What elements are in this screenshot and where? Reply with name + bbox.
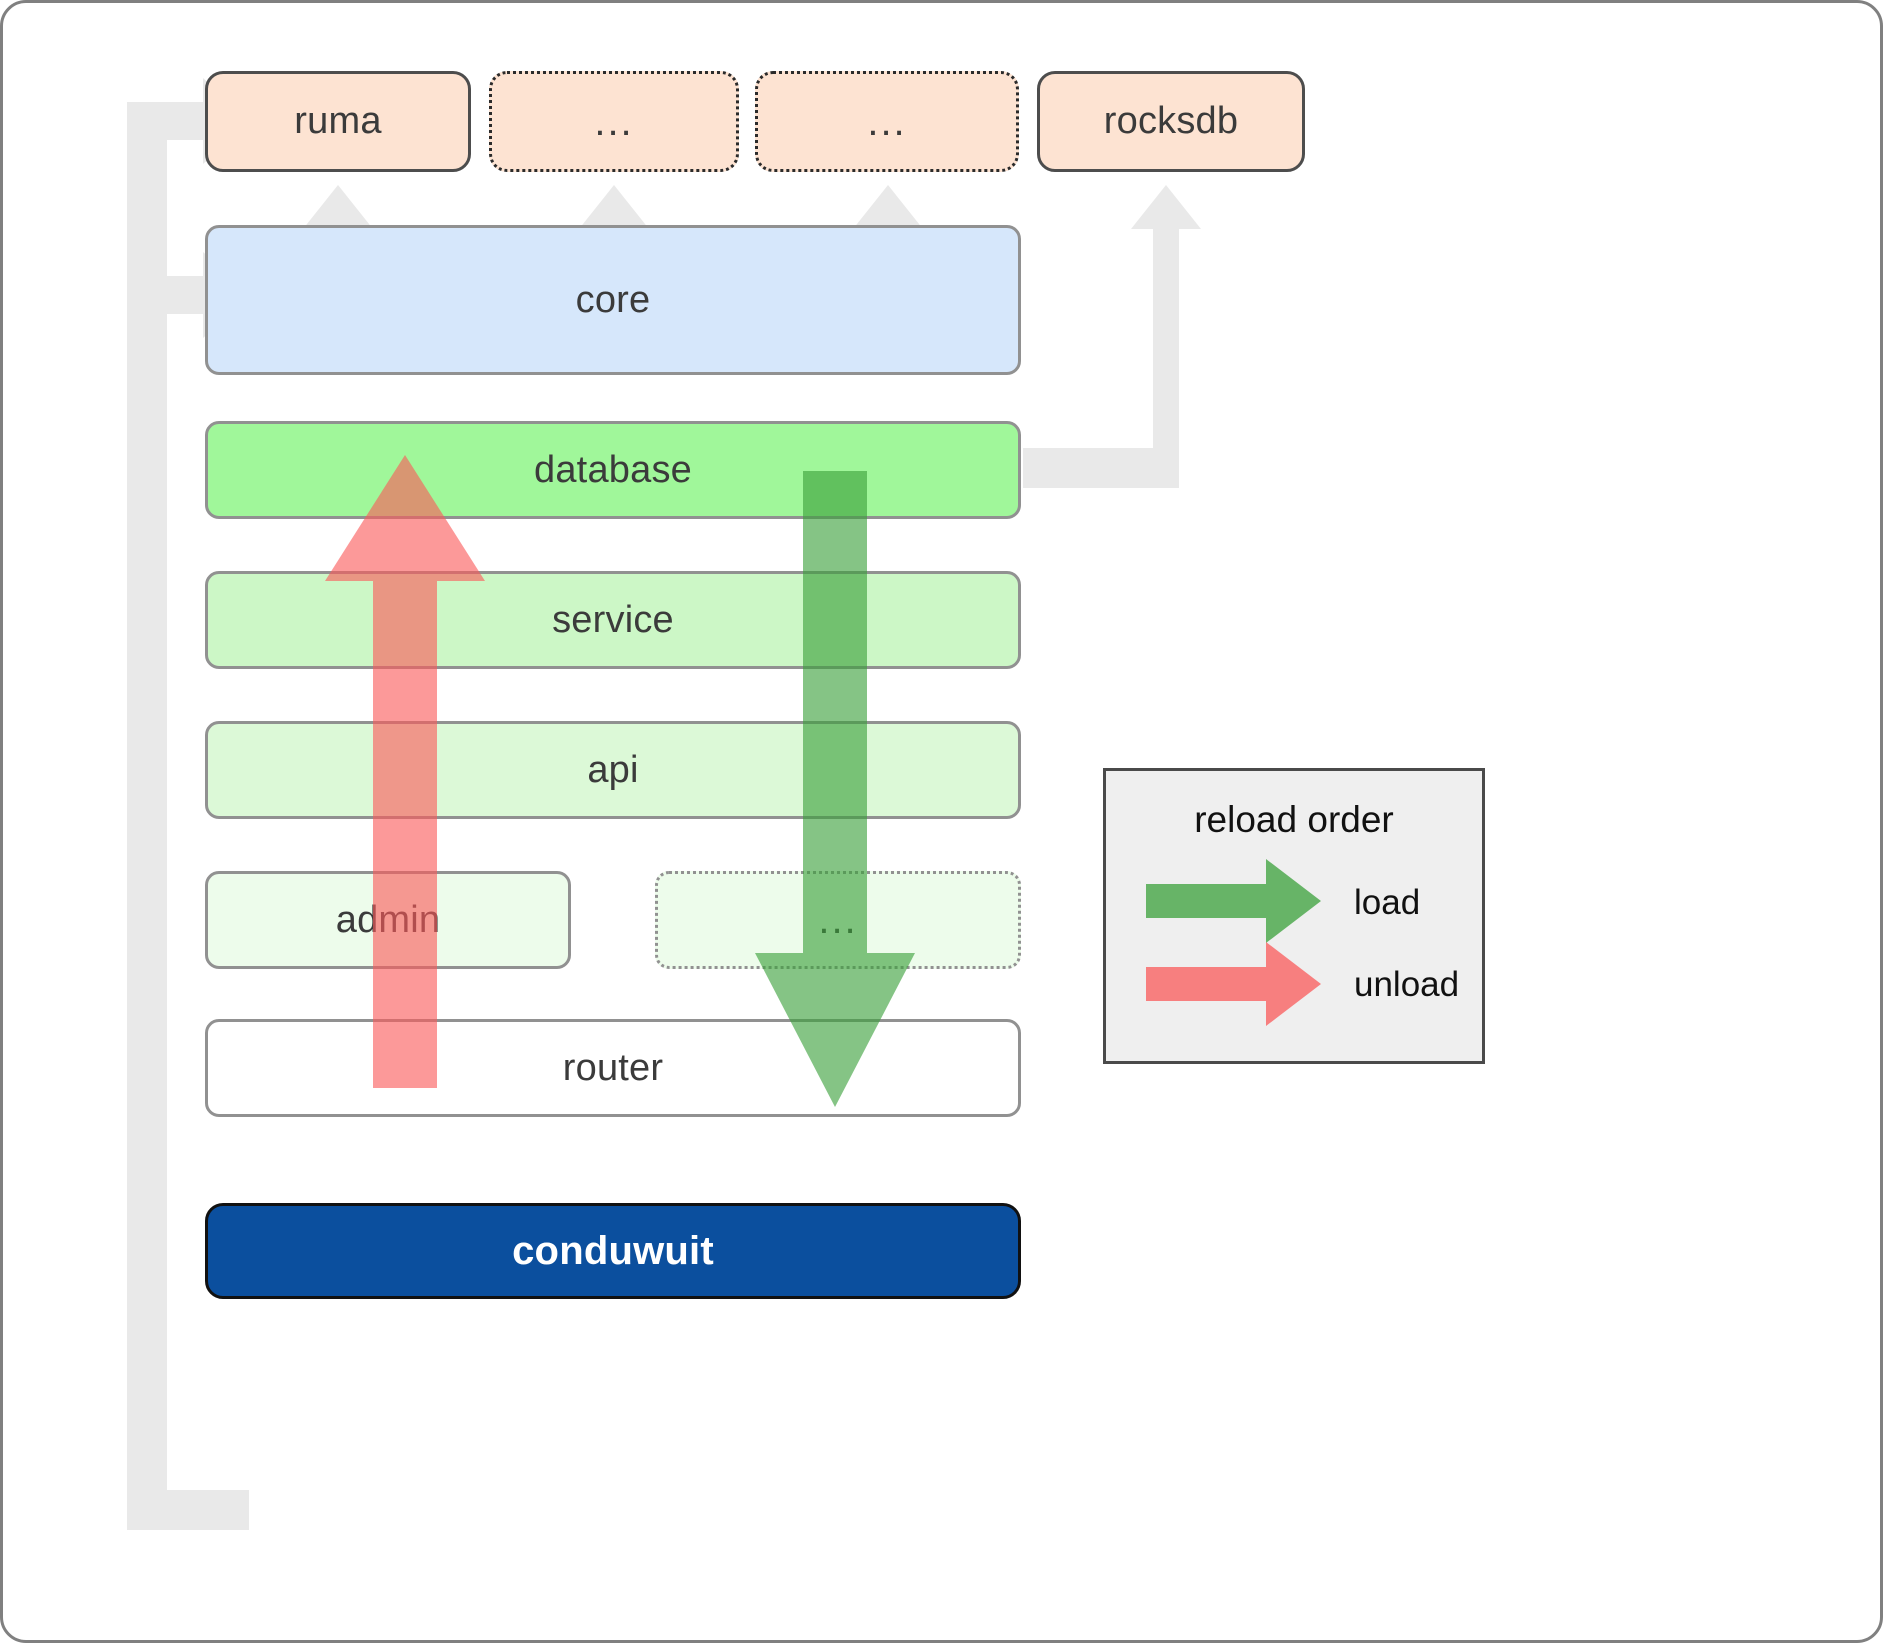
dependency-box-rocksdb[interactable]: rocksdb [1037, 71, 1305, 172]
legend-label-unload: unload [1354, 965, 1460, 1004]
dependency-box-ruma[interactable]: ruma [205, 71, 471, 172]
legend-label-load: load [1354, 883, 1421, 922]
dependency-label: ... [594, 99, 634, 144]
dependency-label: rocksdb [1103, 100, 1239, 142]
layer-label: ... [818, 898, 858, 942]
layer-label: database [534, 448, 692, 491]
dependency-label: ruma [294, 100, 382, 142]
dependency-label: ... [867, 99, 907, 144]
layer-label: core [575, 278, 651, 321]
layer-label: admin [335, 898, 441, 941]
layer-box-router[interactable]: router [205, 1019, 1021, 1117]
load-arrow-icon [1146, 859, 1321, 943]
root-label: conduwuit [512, 1228, 714, 1273]
layer-label: router [562, 1046, 664, 1089]
layer-box-service[interactable]: service [205, 571, 1021, 669]
legend-title: reload order [1194, 799, 1394, 840]
layer-label: api [587, 748, 639, 791]
root-box-conduwuit[interactable]: conduwuit [205, 1203, 1021, 1299]
layer-box-core[interactable]: core [205, 225, 1021, 375]
layer-box-database[interactable]: database [205, 421, 1021, 519]
legend-arrow-icons [1146, 859, 1321, 1026]
legend-panel: reload order load unload [1103, 768, 1485, 1064]
layer-label: service [552, 598, 674, 641]
layer-box-admin[interactable]: admin [205, 871, 571, 969]
layer-box-ellipsis[interactable]: ... [655, 871, 1021, 969]
dependency-box-ellipsis-1[interactable]: ... [489, 71, 739, 172]
unload-arrow-icon [1146, 942, 1321, 1026]
layer-box-api[interactable]: api [205, 721, 1021, 819]
dependency-box-ellipsis-2[interactable]: ... [755, 71, 1019, 172]
